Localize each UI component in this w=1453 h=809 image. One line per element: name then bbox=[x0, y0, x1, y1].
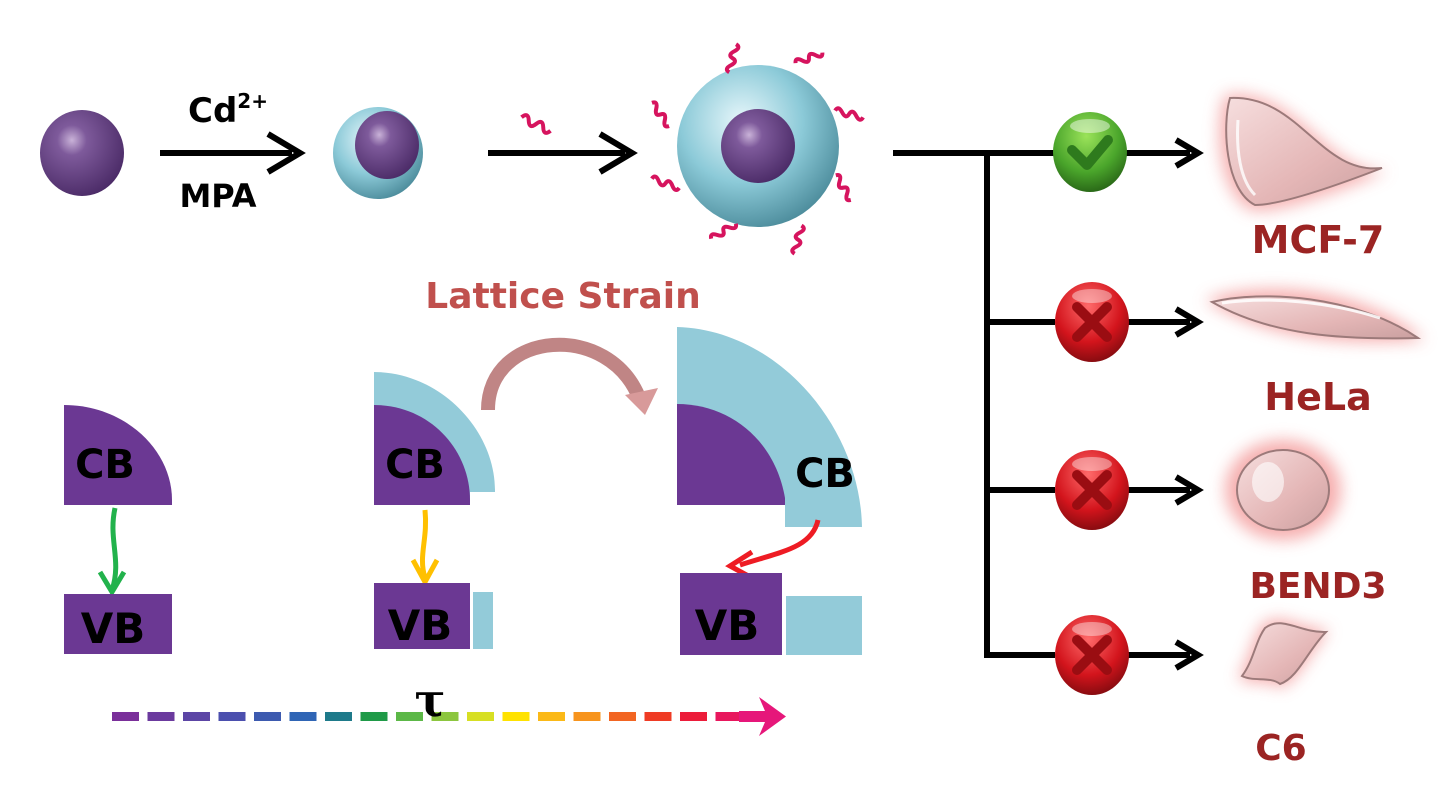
gradient-dash bbox=[183, 712, 210, 721]
lattice-strain-curved-arrow bbox=[481, 337, 658, 415]
branch-tree bbox=[893, 150, 1055, 658]
cell-row-1 bbox=[1053, 112, 1204, 192]
gradient-dash bbox=[289, 712, 317, 721]
cross-icon bbox=[1055, 615, 1129, 695]
band-panel-2: CB VB bbox=[374, 372, 495, 650]
lifetime-gradient-arrow bbox=[112, 697, 786, 736]
gradient-dash bbox=[502, 712, 530, 721]
cell-label-mcf7: MCF-7 bbox=[1252, 218, 1385, 262]
gradient-dash bbox=[680, 712, 707, 721]
gradient-dash bbox=[218, 712, 246, 721]
gradient-dash bbox=[573, 712, 601, 721]
reagent-label-mpa: MPA bbox=[179, 177, 256, 215]
cell-hela-shape bbox=[1205, 289, 1425, 342]
lifetime-tau-symbol: τ bbox=[415, 673, 446, 727]
reagent-label-cd: Cd2+ bbox=[188, 89, 268, 131]
check-icon bbox=[1053, 112, 1127, 192]
gradient-dash bbox=[431, 712, 459, 721]
cell-row-4 bbox=[1055, 615, 1204, 695]
cell-bend3-shape bbox=[1225, 440, 1341, 540]
cb-label: CB bbox=[385, 442, 445, 488]
band-panel-1: CB VB bbox=[64, 405, 172, 654]
arrow-step1 bbox=[160, 131, 306, 175]
gradient-dash bbox=[715, 712, 743, 721]
cell-label-bend3: BEND3 bbox=[1249, 566, 1386, 607]
lattice-strain-title: Lattice Strain bbox=[425, 276, 700, 317]
cell-c6-shape bbox=[1238, 619, 1330, 688]
surface-peptides bbox=[650, 42, 865, 256]
gradient-dash bbox=[467, 712, 494, 721]
cell-row-3 bbox=[1055, 450, 1204, 530]
gradient-dash bbox=[609, 712, 636, 721]
cell-row-2 bbox=[1055, 282, 1204, 362]
vb-label: VB bbox=[81, 604, 146, 653]
cb-label: CB bbox=[75, 442, 135, 488]
gradient-dash bbox=[360, 712, 388, 721]
bare-core-particle bbox=[40, 110, 124, 196]
gradient-dash bbox=[396, 712, 423, 721]
gradient-dash bbox=[644, 712, 672, 721]
vb-label: VB bbox=[388, 601, 453, 650]
band-panel-3: CB VB bbox=[677, 327, 862, 655]
cross-icon bbox=[1055, 450, 1129, 530]
gradient-dash bbox=[538, 712, 565, 721]
cell-mcf7-shape bbox=[1219, 94, 1390, 211]
cross-icon bbox=[1055, 282, 1129, 362]
gradient-arrowhead bbox=[739, 697, 786, 736]
vb-label: VB bbox=[695, 601, 760, 650]
gradient-dash bbox=[112, 712, 139, 721]
core-shell-particle bbox=[333, 107, 423, 199]
gradient-dash bbox=[147, 712, 175, 721]
cell-label-c6: C6 bbox=[1255, 728, 1306, 769]
cb-label: CB bbox=[795, 451, 855, 497]
peptide-ligand-icon bbox=[520, 113, 552, 135]
gradient-dash bbox=[254, 712, 281, 721]
gradient-dash bbox=[325, 712, 352, 721]
functionalized-particle bbox=[650, 42, 865, 256]
cell-label-hela: HeLa bbox=[1264, 375, 1371, 419]
arrow-step2 bbox=[488, 131, 638, 175]
